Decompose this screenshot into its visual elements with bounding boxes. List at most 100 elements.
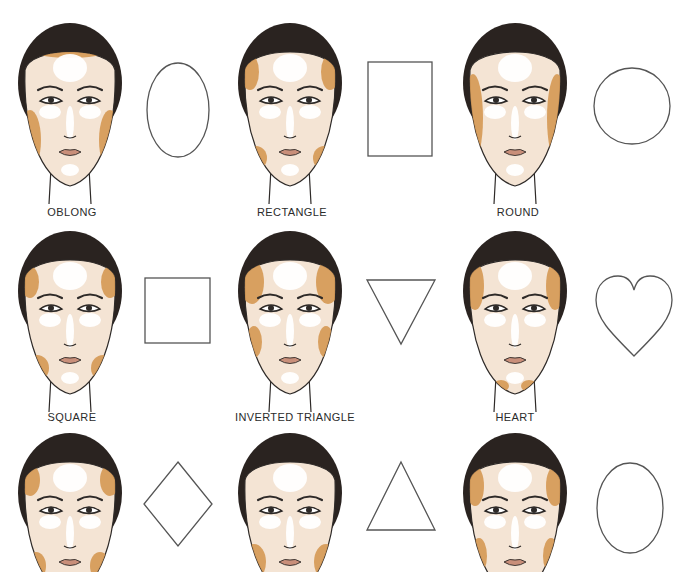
heart-shape xyxy=(596,276,672,356)
eyebrow xyxy=(38,87,102,91)
pupil xyxy=(86,97,92,103)
highlight-patch xyxy=(259,313,281,327)
face-shading xyxy=(242,464,338,572)
square-shape xyxy=(145,278,210,343)
highlight-patch xyxy=(273,54,307,82)
nose-line xyxy=(64,344,76,346)
eyebrow xyxy=(483,87,547,91)
face-figure xyxy=(463,433,567,572)
pupil xyxy=(268,507,274,513)
eye xyxy=(260,305,320,312)
pupil xyxy=(493,97,499,103)
contour-patch xyxy=(314,544,338,572)
contour-patch xyxy=(25,355,49,381)
face-shading xyxy=(466,262,564,392)
highlight-patch xyxy=(53,464,87,492)
eye xyxy=(40,507,100,514)
lips xyxy=(59,357,81,363)
contour-patch xyxy=(493,380,509,392)
highlight-patch xyxy=(66,516,74,550)
lips xyxy=(504,559,526,565)
shape-label: RECTANGLE xyxy=(257,206,327,218)
eye xyxy=(485,97,545,104)
face-shading xyxy=(240,260,340,384)
highlight-patch xyxy=(39,105,61,119)
face-outline xyxy=(470,462,560,572)
contour-patch xyxy=(241,54,259,90)
contour-patch xyxy=(318,326,334,358)
highlight-patch xyxy=(524,313,546,327)
highlight-patch xyxy=(506,164,524,176)
eyebrow xyxy=(483,497,547,501)
highlight-patch xyxy=(39,515,61,529)
face-figure xyxy=(463,231,567,412)
highlight-patch xyxy=(511,106,519,140)
lips xyxy=(279,149,301,155)
lips xyxy=(279,357,301,363)
contour-patch xyxy=(19,110,41,170)
highlight-patch xyxy=(53,54,87,82)
triangle-shape xyxy=(367,462,435,530)
eyebrow xyxy=(258,87,322,91)
nose-line xyxy=(284,344,296,346)
contour-patch xyxy=(546,466,564,506)
face-outline xyxy=(25,52,115,186)
face-figure xyxy=(18,231,122,412)
highlight-patch xyxy=(53,262,87,290)
contour-patch xyxy=(321,54,339,90)
eyebrow xyxy=(258,295,322,299)
nose-line xyxy=(509,136,521,138)
face-shading xyxy=(21,262,119,384)
pupil xyxy=(493,305,499,311)
highlight-patch xyxy=(286,516,294,550)
lips xyxy=(504,357,526,363)
lips xyxy=(59,559,81,565)
face-shading xyxy=(20,464,120,572)
highlight-patch xyxy=(79,313,101,327)
face-figure xyxy=(18,23,122,204)
lips xyxy=(59,149,81,155)
pupil xyxy=(268,97,274,103)
highlight-patch xyxy=(498,54,532,82)
nose-line xyxy=(64,546,76,548)
contour-patch xyxy=(466,466,484,506)
contour-patch xyxy=(99,110,121,170)
nose-line xyxy=(509,344,521,346)
contour-patch xyxy=(100,464,120,496)
face-figure xyxy=(18,433,122,572)
face-shading xyxy=(241,54,339,176)
highlight-patch xyxy=(259,105,281,119)
pupil xyxy=(48,305,54,311)
highlight-patch xyxy=(511,516,519,550)
contour-patch xyxy=(246,326,262,358)
pupil xyxy=(493,507,499,513)
contour-patch xyxy=(91,355,115,381)
nose-line xyxy=(284,136,296,138)
highlight-patch xyxy=(506,372,524,384)
pupil xyxy=(306,97,312,103)
lips xyxy=(279,559,301,565)
shape-label: OBLONG xyxy=(47,206,96,218)
face-figure xyxy=(238,231,342,412)
contour-patch xyxy=(547,74,567,162)
highlight-patch xyxy=(79,105,101,119)
contour-patch xyxy=(463,74,483,162)
highlight-patch xyxy=(39,313,61,327)
lips xyxy=(504,149,526,155)
highlight-patch xyxy=(299,105,321,119)
face-outline xyxy=(470,52,560,186)
shape-label: SQUARE xyxy=(48,411,97,423)
highlight-patch xyxy=(66,314,74,348)
highlight-patch xyxy=(66,106,74,140)
highlight-patch xyxy=(524,515,546,529)
highlight-patch xyxy=(484,515,506,529)
face-shading xyxy=(19,46,121,176)
diamond-shape xyxy=(144,462,212,546)
highlight-patch xyxy=(61,164,79,176)
round-shape xyxy=(594,68,670,144)
nose-line xyxy=(509,546,521,548)
highlight-patch xyxy=(511,314,519,348)
contour-patch xyxy=(543,538,559,572)
eye xyxy=(260,97,320,104)
contour-patch xyxy=(90,552,110,572)
